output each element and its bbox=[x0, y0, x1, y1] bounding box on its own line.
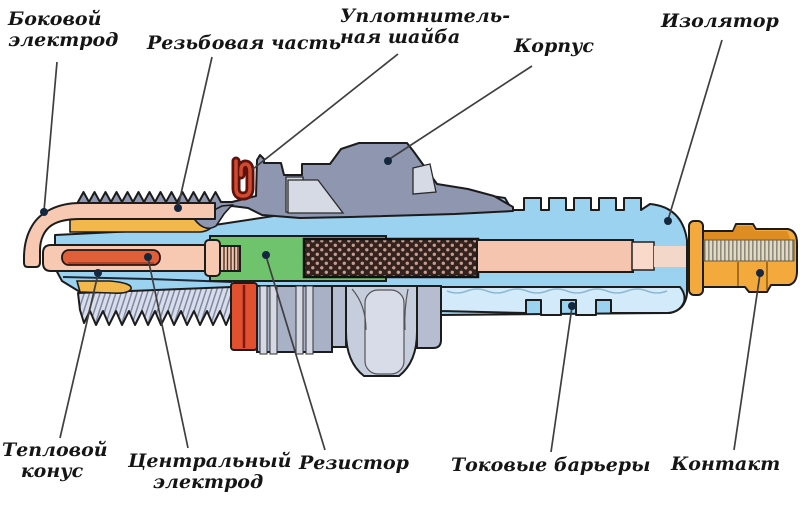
contact-flange bbox=[688, 220, 704, 296]
label-text: Корпус bbox=[514, 35, 594, 57]
stem-through-insulator bbox=[654, 246, 686, 267]
leader-threaded-part bbox=[177, 56, 213, 208]
leader-body bbox=[387, 65, 533, 161]
label-text: Резистор bbox=[299, 452, 409, 474]
label-text: Резьбовая часть bbox=[147, 32, 342, 54]
contact-top-band bbox=[704, 226, 791, 240]
hex-facet-line-left bbox=[351, 288, 367, 331]
heat-cone-edge bbox=[62, 276, 233, 283]
leader-resistor bbox=[265, 255, 326, 451]
label-body: Корпус bbox=[514, 36, 594, 57]
label-central-electrode: Центральный электрод bbox=[128, 450, 292, 493]
hex-nut-face bbox=[364, 289, 405, 375]
label-text: ная шайба bbox=[340, 26, 461, 48]
label-text: Боковой bbox=[8, 8, 102, 30]
conductive-seal-mesh bbox=[302, 237, 480, 279]
label-text: конус bbox=[20, 460, 84, 482]
hex-facet-line-right bbox=[404, 288, 409, 331]
label-threaded-part: Резьбовая часть bbox=[147, 33, 341, 54]
label-text: Контакт bbox=[671, 453, 781, 475]
body-facet-right bbox=[412, 163, 437, 195]
label-text: Тепловой bbox=[2, 439, 108, 461]
lower-shell-step-left bbox=[331, 285, 347, 348]
shell-rib bbox=[269, 285, 278, 355]
shell-rib bbox=[305, 285, 314, 355]
leader-lines bbox=[43, 39, 761, 453]
leader-heat-cone bbox=[59, 273, 99, 439]
current-barriers-band bbox=[440, 286, 686, 316]
label-text: Уплотнитель- bbox=[340, 5, 511, 27]
label-heat-cone: Тепловой конус bbox=[2, 440, 108, 482]
label-text: Изолятор bbox=[661, 10, 779, 32]
inner-seal-bottom bbox=[75, 280, 132, 294]
leader-insulator bbox=[667, 39, 723, 221]
thread-section-view bbox=[77, 286, 233, 326]
label-resistor: Резистор bbox=[299, 453, 409, 474]
rod-collar bbox=[204, 239, 221, 277]
lower-shell-step-right bbox=[416, 285, 442, 349]
label-side-electrode: Боковой электрод bbox=[8, 9, 118, 51]
leader-contact bbox=[733, 273, 761, 451]
terminal-stem bbox=[476, 239, 634, 273]
rod-brush bbox=[219, 245, 241, 272]
lower-shell-ribbed bbox=[256, 285, 333, 353]
leader-current-barriers bbox=[550, 306, 573, 453]
terminal-stem-end bbox=[631, 241, 655, 271]
contact-thread-texture bbox=[703, 239, 795, 262]
leader-central-electrode bbox=[147, 257, 189, 449]
body-facet-mid bbox=[287, 179, 345, 214]
shell-rib bbox=[295, 285, 304, 355]
rod-brush-stripes bbox=[223, 247, 239, 270]
sealing-washer-inner bbox=[234, 159, 252, 198]
shell-rib bbox=[259, 285, 268, 355]
label-insulator: Изолятор bbox=[661, 11, 779, 32]
label-text: Токовые барьеры bbox=[451, 454, 651, 476]
leader-dots bbox=[40, 157, 764, 310]
label-current-barriers: Токовые барьеры bbox=[451, 455, 650, 476]
label-sealing-washer: Уплотнитель- ная шайба bbox=[340, 6, 510, 48]
label-text: электрод bbox=[152, 471, 264, 493]
glaze-wave-line bbox=[446, 288, 668, 294]
label-contact: Контакт bbox=[671, 454, 780, 475]
leader-sealing-washer bbox=[252, 53, 399, 170]
label-text: электрод bbox=[8, 29, 119, 51]
leader-side-electrode bbox=[43, 61, 58, 212]
label-text: Центральный bbox=[128, 450, 292, 472]
central-electrode-core bbox=[61, 249, 161, 266]
side-electrode-hook bbox=[23, 202, 216, 268]
